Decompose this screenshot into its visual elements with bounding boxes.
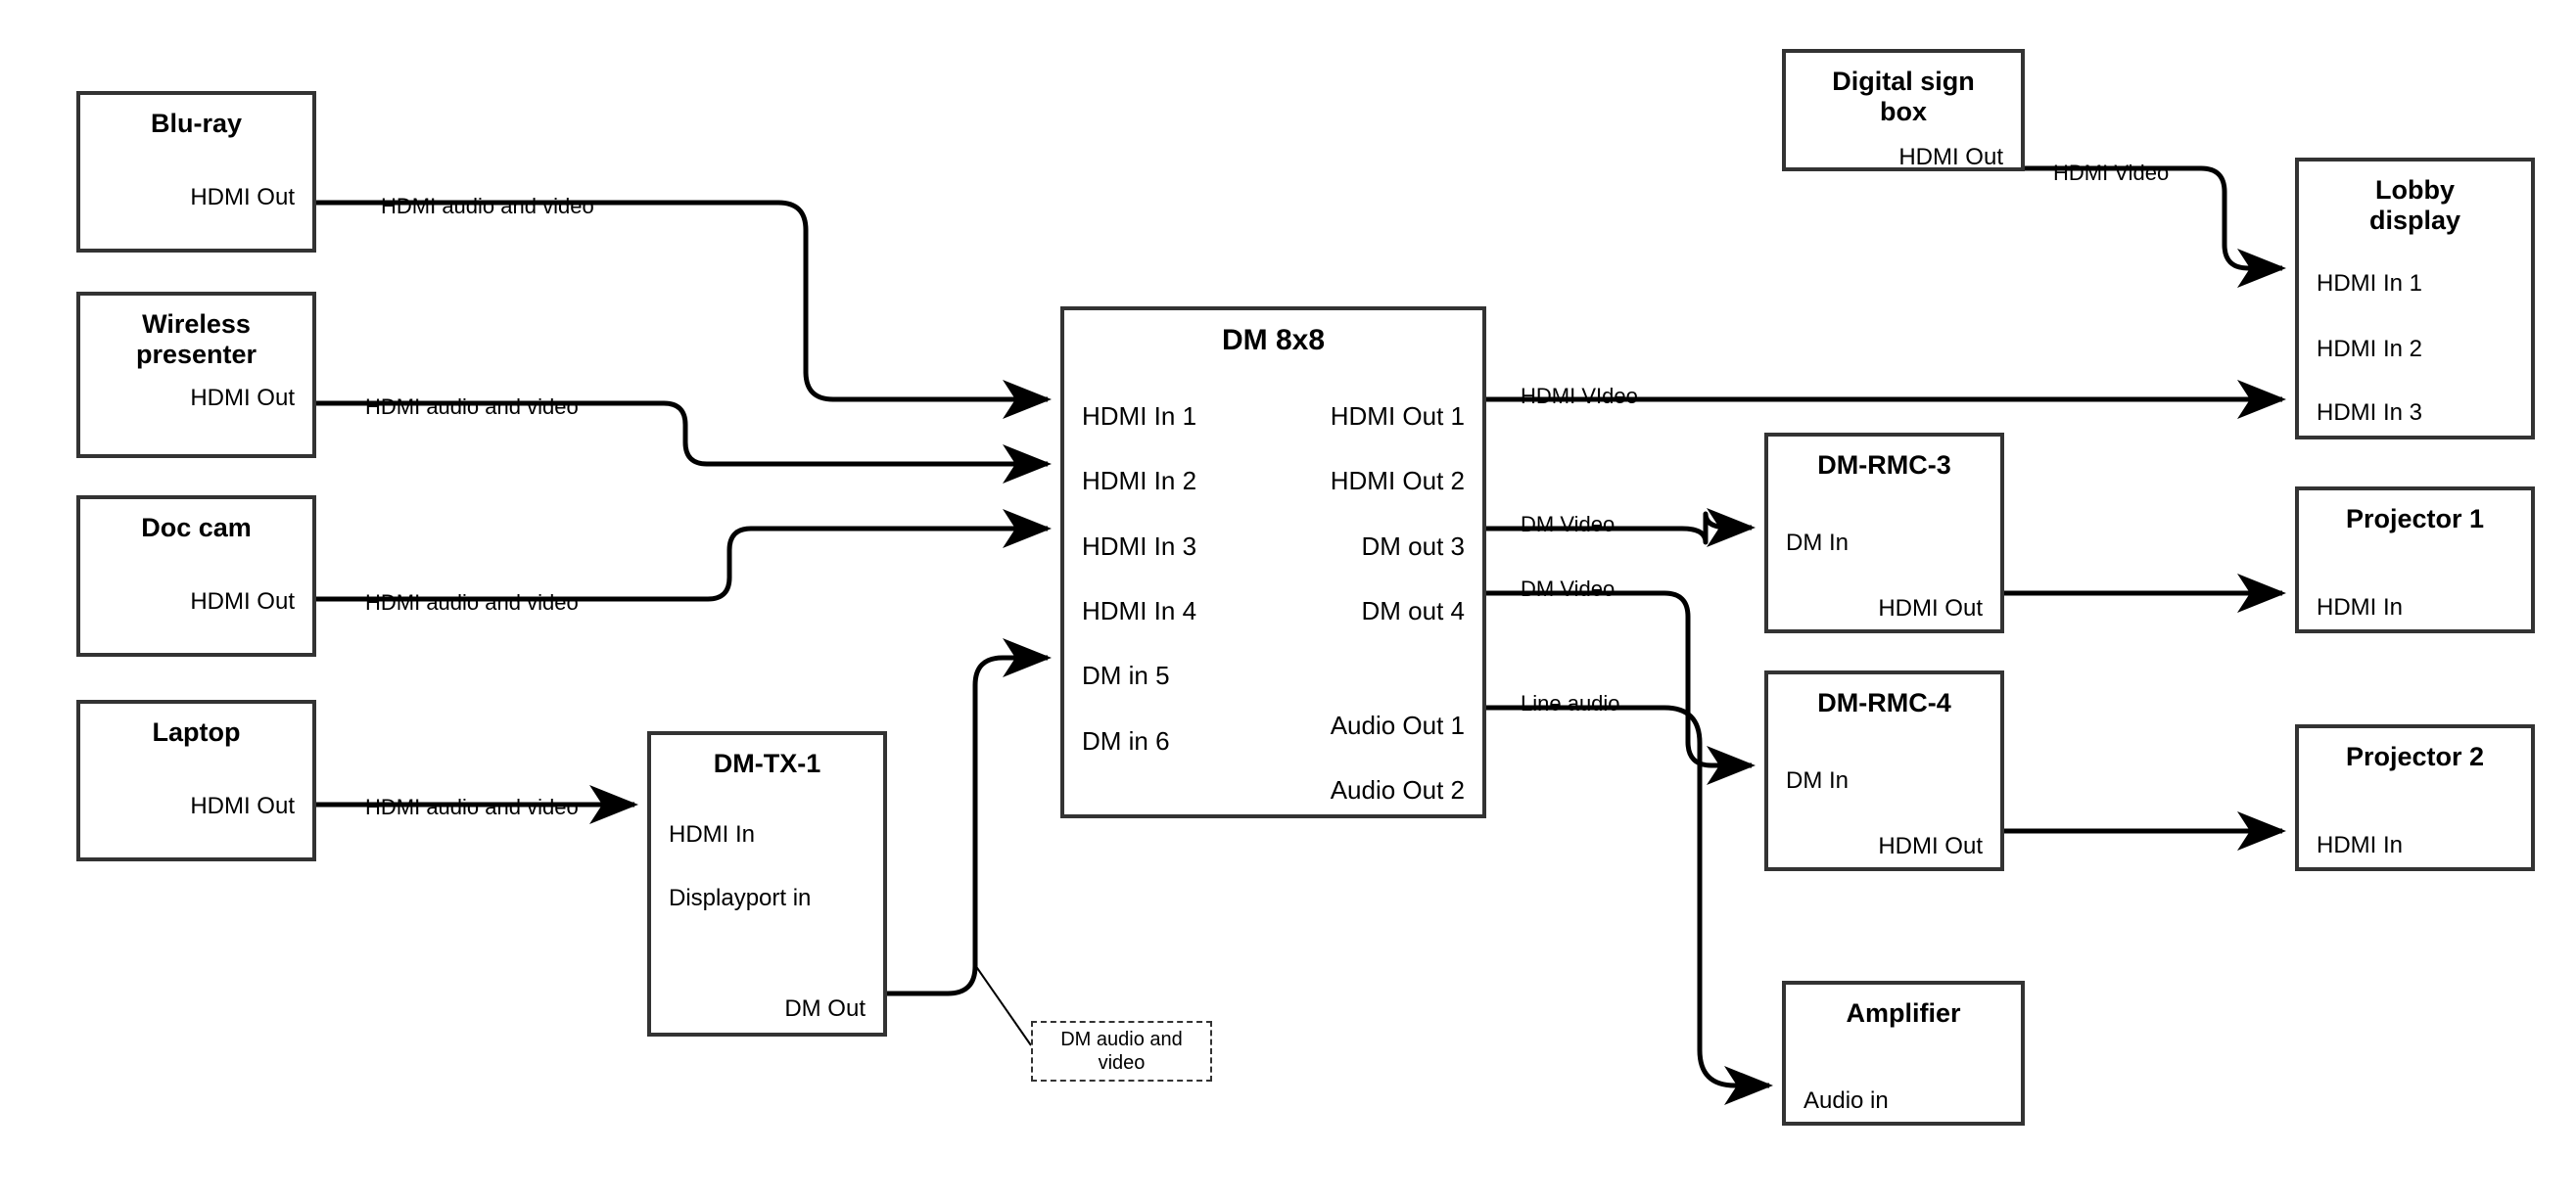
edge-label-audioout1-to-amp: Line audio: [1521, 691, 1620, 716]
wire-w-dmout3-rmc3: [1486, 508, 1756, 547]
port-dm-8x8-audio-out-2[interactable]: Audio Out 2: [1330, 775, 1465, 805]
node-projector-2[interactable]: Projector 2 HDMI In: [2295, 724, 2535, 871]
port-laptop-hdmi-out[interactable]: HDMI Out: [190, 793, 295, 819]
port-dm-tx-1-dm-out[interactable]: DM Out: [784, 995, 866, 1022]
port-dm-8x8-hdmi-in-3[interactable]: HDMI In 3: [1082, 531, 1197, 561]
node-dm-rmc-4[interactable]: DM-RMC-4 DM In HDMI Out: [1764, 670, 2004, 871]
port-lobby-display-hdmi-in-1[interactable]: HDMI In 1: [2317, 270, 2423, 297]
port-dm-rmc-4-dm-in[interactable]: DM In: [1786, 767, 1850, 794]
edge-label-hdmiout1-to-lobby: HDMI VIdeo: [1521, 384, 1638, 408]
wire-w-audioout1-amp: [1486, 705, 1774, 1105]
node-dm-rmc-3[interactable]: DM-RMC-3 DM In HDMI Out: [1764, 433, 2004, 633]
edge-label-dmout4-to-rmc4: DM Video: [1521, 577, 1616, 601]
port-blu-ray-hdmi-out[interactable]: HDMI Out: [190, 184, 295, 210]
wire-w-bluray-hdmi-in-1: [316, 200, 1053, 419]
port-dm-8x8-hdmi-in-1[interactable]: HDMI In 1: [1082, 401, 1197, 431]
wire-w-sign-lobby-in-1: [2025, 165, 2287, 288]
port-doc-cam-hdmi-out[interactable]: HDMI Out: [190, 588, 295, 615]
port-dm-rmc-4-hdmi-out[interactable]: HDMI Out: [1878, 833, 1983, 859]
port-dm-rmc-3-dm-in[interactable]: DM In: [1786, 530, 1850, 556]
wire-w-doccam-hdmi-in-3: [316, 509, 1053, 602]
port-dm-8x8-dm-in-5[interactable]: DM in 5: [1082, 661, 1170, 690]
port-amplifier-audio-in[interactable]: Audio in: [1803, 1087, 1889, 1114]
port-projector-2-hdmi-in[interactable]: HDMI In: [2317, 832, 2404, 858]
edge-label-doccam-to-dm: HDMI audio and video: [365, 590, 579, 615]
edge-label-dmout3-to-rmc3: DM Video: [1521, 512, 1616, 536]
wire-w-dmout4-rmc4: [1486, 590, 1756, 785]
node-title-projector-2: Projector 2: [2345, 742, 2485, 771]
port-digital-sign-box-hdmi-out[interactable]: HDMI Out: [1898, 144, 2003, 170]
port-wireless-presenter-hdmi-out[interactable]: HDMI Out: [190, 385, 295, 411]
node-title-projector-1: Projector 1: [2345, 504, 2485, 533]
node-title-blu-ray: Blu-ray: [150, 109, 243, 138]
port-dm-8x8-hdmi-out-1[interactable]: HDMI Out 1: [1330, 401, 1465, 431]
wire-w-txout-dm-in-5: [887, 638, 1053, 996]
node-title-dm-rmc-4: DM-RMC-4: [1817, 688, 1951, 717]
node-title-dm-rmc-3: DM-RMC-3: [1817, 450, 1951, 480]
node-title-dm-8x8: DM 8x8: [1221, 324, 1326, 356]
port-lobby-display-hdmi-in-3[interactable]: HDMI In 3: [2317, 399, 2423, 426]
port-dm-8x8-hdmi-in-4[interactable]: HDMI In 4: [1082, 596, 1197, 625]
node-title-laptop: Laptop: [152, 717, 241, 747]
port-dm-8x8-hdmi-out-2[interactable]: HDMI Out 2: [1330, 466, 1465, 495]
port-dm-tx-1-displayport-in[interactable]: Displayport in: [669, 885, 812, 911]
wire-w-wireless-hdmi-in-2: [316, 400, 1053, 484]
node-projector-1[interactable]: Projector 1 HDMI In: [2295, 486, 2535, 633]
port-projector-1-hdmi-in[interactable]: HDMI In: [2317, 594, 2404, 621]
port-dm-tx-1-hdmi-in[interactable]: HDMI In: [669, 821, 756, 848]
port-dm-rmc-3-hdmi-out[interactable]: HDMI Out: [1878, 595, 1983, 622]
node-title-amplifier: Amplifier: [1846, 998, 1961, 1028]
port-lobby-display-hdmi-in-2[interactable]: HDMI In 2: [2317, 336, 2423, 362]
callout-dm-audio-video-note: DM audio and video: [1031, 1021, 1212, 1082]
port-dm-8x8-dm-out-3[interactable]: DM out 3: [1361, 531, 1466, 561]
port-dm-8x8-dm-out-4[interactable]: DM out 4: [1361, 596, 1466, 625]
port-dm-8x8-audio-out-1[interactable]: Audio Out 1: [1330, 711, 1465, 740]
edge-label-laptop-to-tx: HDMI audio and video: [365, 795, 579, 819]
edge-label-wireless-to-dm: HDMI audio and video: [365, 394, 579, 419]
node-title-dm-tx-1: DM-TX-1: [713, 749, 821, 778]
node-title-doc-cam: Doc cam: [141, 513, 252, 542]
port-dm-8x8-dm-in-6[interactable]: DM in 6: [1082, 726, 1170, 756]
leader-callout-leader: [974, 964, 1032, 1046]
edge-label-sign-to-lobby: HDMI Video: [2053, 161, 2170, 185]
port-dm-8x8-hdmi-in-2[interactable]: HDMI In 2: [1082, 466, 1197, 495]
edge-label-blu-ray-to-dm: HDMI audio and video: [381, 194, 594, 218]
